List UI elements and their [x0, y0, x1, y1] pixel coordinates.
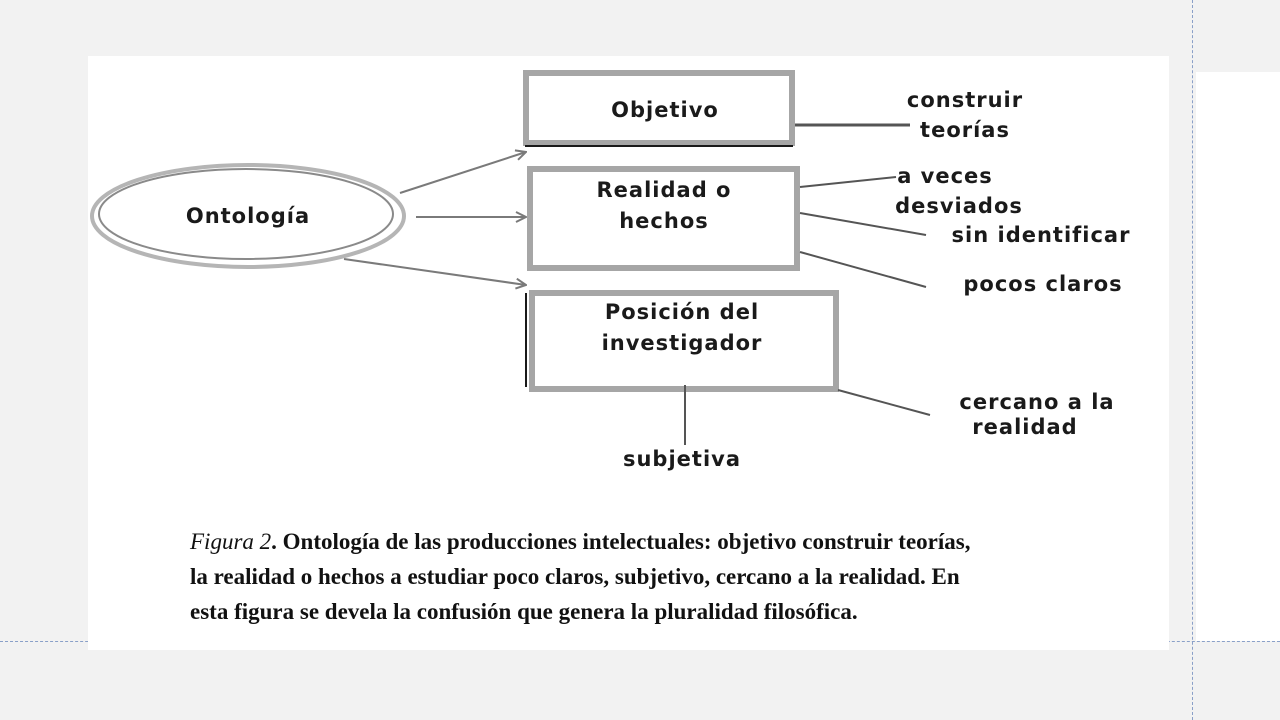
label-sin-identificar: sin identificar — [952, 223, 1131, 247]
connector-sin-identificar — [799, 212, 927, 236]
objetivo-label: Objetivo — [611, 98, 719, 122]
caption-figure-label: Figura 2 — [190, 529, 272, 554]
posicion-label-line2: investigador — [602, 331, 763, 355]
objetivo-box: Objetivo — [523, 70, 795, 147]
caption-line-2: la realidad o hechos a estudiar poco cla… — [190, 564, 960, 589]
figure-caption: Figura 2. Ontología de las producciones … — [190, 524, 1150, 629]
slide-right-strip — [1196, 72, 1280, 641]
label-cercano-line2: realidad — [972, 415, 1077, 439]
ontology-diagram: Ontología Objetivo Realidad o hechos Pos… — [90, 70, 1131, 471]
caption-line-1: Figura 2. Ontología de las producciones … — [190, 524, 1150, 559]
vertical-guide-line — [1192, 0, 1193, 720]
arrow-to-objetivo — [399, 152, 526, 194]
realidad-label-line1: Realidad o — [597, 178, 732, 202]
caption-line-3: esta figura se devela la confusión que g… — [190, 599, 858, 624]
figure-panel[interactable]: Ontología Objetivo Realidad o hechos Pos… — [88, 56, 1169, 650]
connector-a-veces — [799, 176, 897, 188]
label-subjetiva: subjetiva — [623, 447, 741, 471]
ontologia-node: Ontología — [90, 163, 406, 269]
realidad-box: Realidad o hechos — [527, 166, 800, 271]
label-cercano-line1: cercano a la — [959, 390, 1114, 414]
connector-pocos-claros — [799, 251, 927, 288]
label-pocos-claros: pocos claros — [963, 272, 1122, 296]
ontologia-label: Ontología — [186, 204, 310, 228]
posicion-box: Posición del investigador — [525, 290, 839, 392]
posicion-label-line1: Posición del — [605, 300, 759, 324]
label-construir-line1: construir — [907, 88, 1023, 112]
label-construir-line2: teorías — [920, 118, 1010, 142]
label-a-veces-line2: desviados — [895, 194, 1023, 218]
arrow-to-posicion — [343, 258, 526, 285]
label-a-veces-line1: a veces — [897, 164, 993, 188]
realidad-label-line2: hechos — [619, 209, 709, 233]
connector-cercano — [837, 389, 931, 416]
caption-line1-rest: . Ontología de las producciones intelect… — [271, 529, 971, 554]
